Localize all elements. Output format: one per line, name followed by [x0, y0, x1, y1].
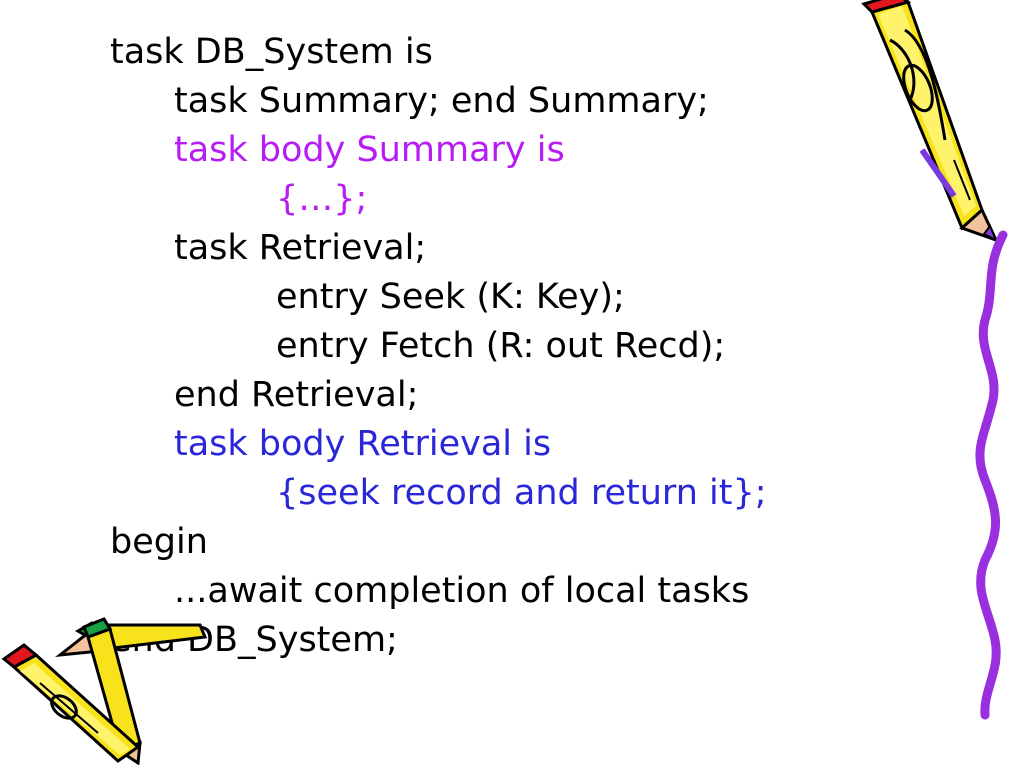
squiggle-line-icon — [975, 230, 1008, 720]
code-line: end Retrieval; — [174, 375, 419, 415]
code-listing: task DB_System is task Summary; end Summ… — [110, 28, 767, 665]
code-line: {seek record and return it}; — [276, 473, 767, 513]
code-line: task Retrieval; — [174, 228, 427, 268]
code-line: {…}; — [276, 179, 368, 219]
code-line: ...await completion of local tasks — [174, 571, 750, 611]
code-line: task body Retrieval is — [174, 424, 552, 464]
code-line: task DB_System is — [110, 32, 433, 72]
pencil-clipart-icon — [861, 0, 999, 243]
code-line: task Summary; end Summary; — [174, 81, 709, 121]
code-line: entry Seek (K: Key); — [276, 277, 625, 317]
code-line: task body Summary is — [174, 130, 565, 170]
code-line: entry Fetch (R: out Recd); — [276, 326, 726, 366]
code-line: begin — [110, 522, 208, 562]
pencils-clipart-icon — [1, 617, 208, 765]
